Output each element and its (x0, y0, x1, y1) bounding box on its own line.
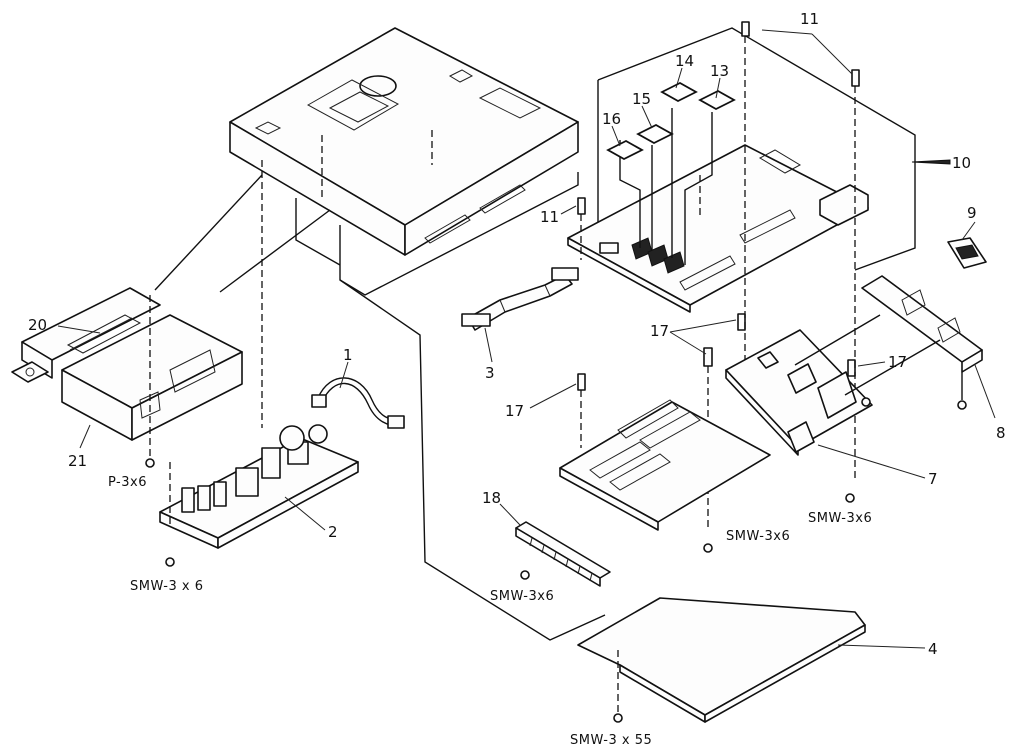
top-cover (229, 27, 579, 256)
cover-alignment-lines (154, 130, 606, 641)
callout-14: 14 (675, 52, 694, 70)
callout-13: 13 (710, 62, 729, 80)
callout-16: 16 (602, 110, 621, 128)
callout-10: 10 (952, 154, 971, 172)
screw-label-smw-psu: SMW-3 x 6 (130, 579, 204, 594)
callout-21: 21 (68, 452, 87, 470)
callout-labels: 1 2 3 4 7 8 9 10 11 11 13 14 15 16 17 17… (28, 10, 1006, 658)
callout-11a: 11 (800, 10, 819, 28)
leader-lines (57, 29, 996, 649)
callout-20: 20 (28, 316, 47, 334)
screw-label-smw-18: SMW-3x6 (490, 589, 554, 604)
part-2-power-supply (159, 424, 359, 549)
callout-17b: 17 (505, 402, 524, 420)
callout-17a: 17 (650, 322, 669, 340)
part-1-cable (311, 377, 405, 429)
screw-label-smw-center: SMW-3x6 (726, 529, 790, 544)
part-18-connector-strip (515, 521, 611, 587)
callout-11b: 11 (540, 208, 559, 226)
screw-labels: P-3x6 SMW-3 x 6 SMW-3x6 SMW-3x6 SMW-3x6 … (108, 475, 872, 748)
rom-chips (606, 81, 736, 161)
callout-7: 7 (928, 470, 938, 488)
part-10-main-board (567, 27, 916, 313)
screw-label-p3x6: P-3x6 (108, 475, 147, 490)
part-21-housing (61, 295, 243, 460)
callout-9: 9 (967, 204, 977, 222)
callout-4: 4 (928, 640, 938, 658)
screw-label-smw-bottom: SMW-3 x 55 (570, 733, 652, 748)
callout-2: 2 (328, 523, 338, 541)
screw-label-smw-right: SMW-3x6 (808, 511, 872, 526)
callout-17c: 17 (888, 353, 907, 371)
callout-1: 1 (343, 346, 353, 364)
screws (145, 372, 967, 723)
part-20-bracket (11, 287, 161, 383)
part-10-leader (911, 159, 951, 165)
part-8-rear-bracket (861, 275, 983, 373)
memory-board (559, 399, 771, 531)
callout-8: 8 (996, 424, 1006, 442)
part-4-bottom-plate (577, 597, 866, 723)
callout-18: 18 (482, 489, 501, 507)
callout-15: 15 (632, 90, 651, 108)
callout-3: 3 (485, 364, 495, 382)
part-3-ribbon-cable (461, 267, 579, 331)
part-9-card (947, 237, 987, 269)
part-7-interface-board (725, 314, 941, 456)
